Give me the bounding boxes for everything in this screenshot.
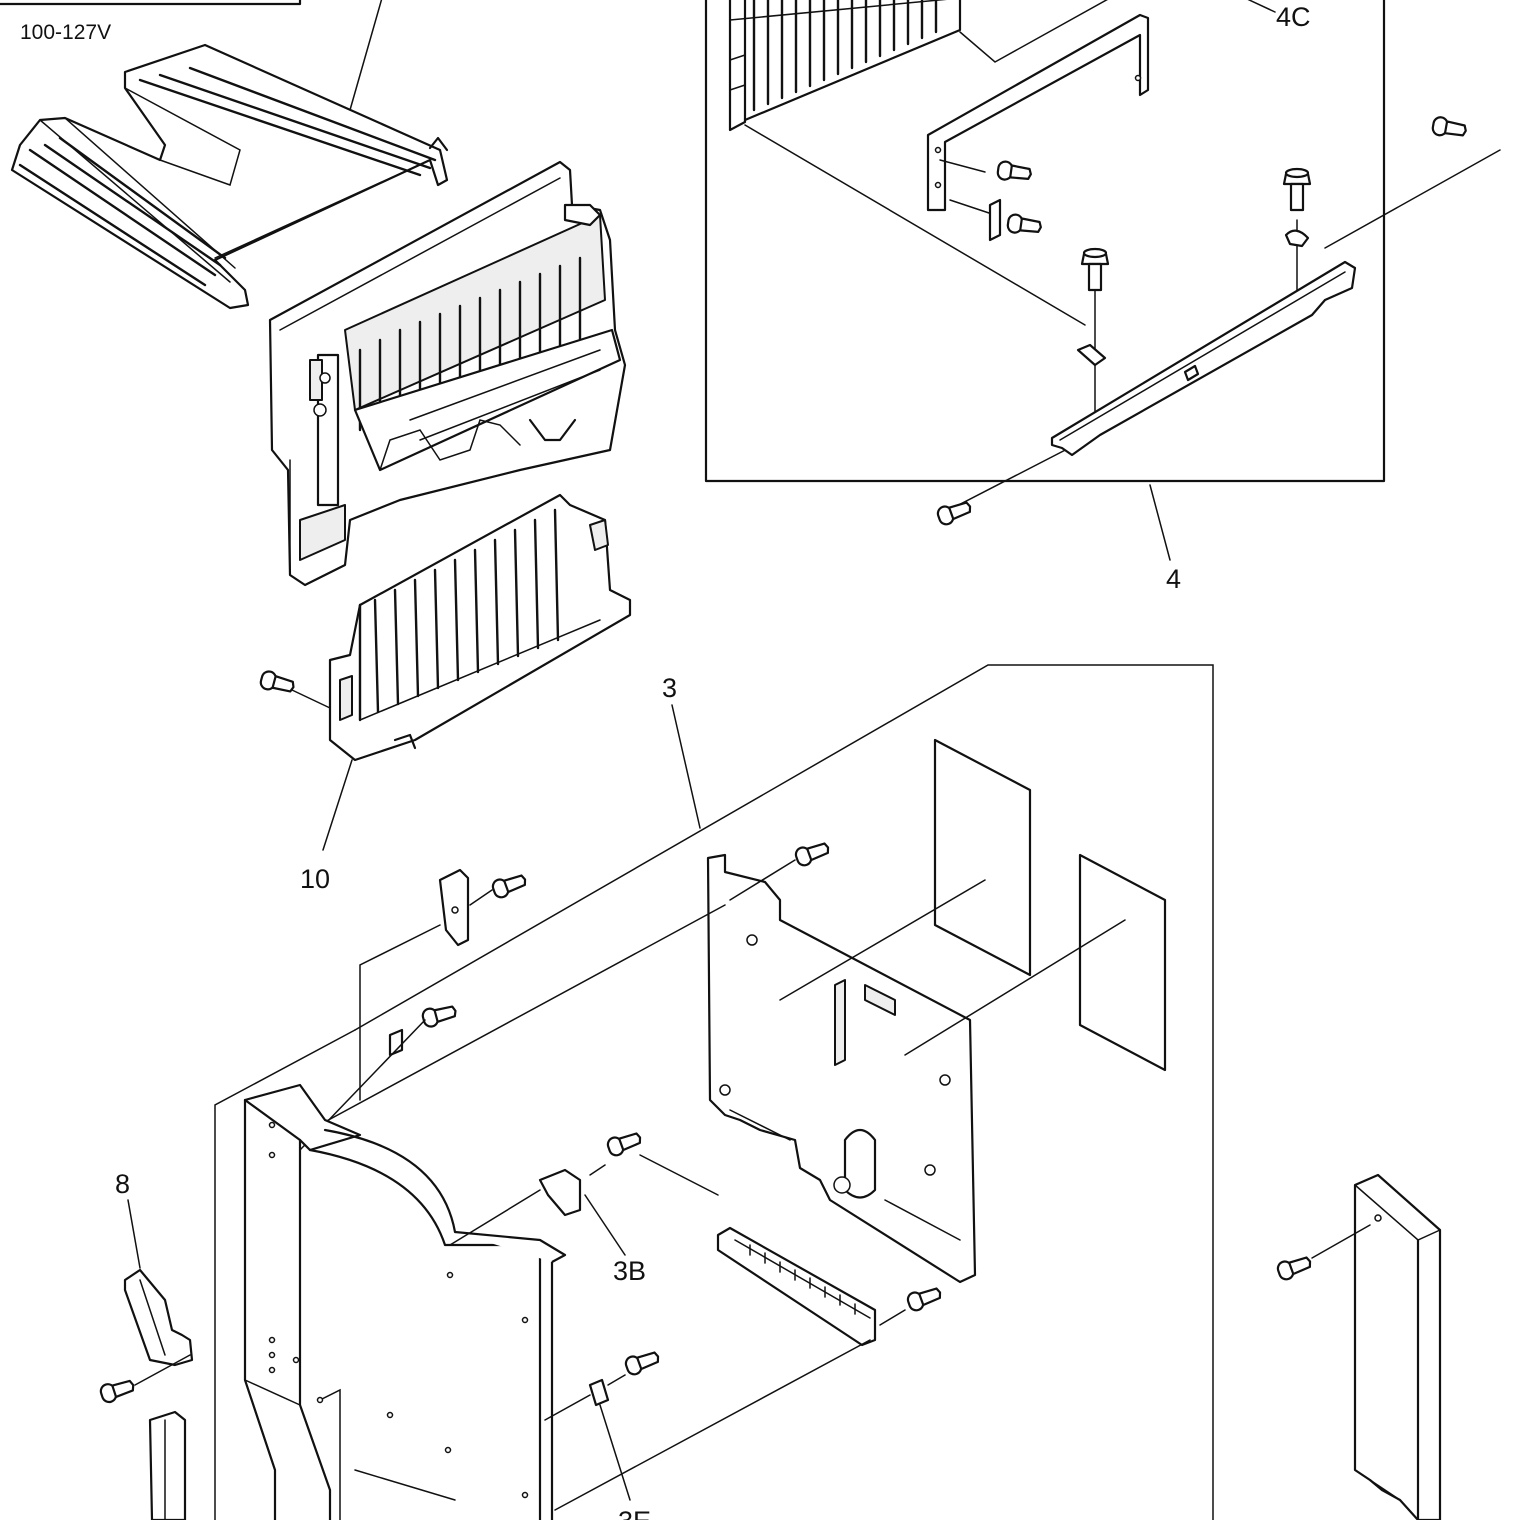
callout-4C: 4C bbox=[1276, 2, 1311, 32]
part-3E-clip bbox=[544, 1346, 663, 1501]
callout-3B: 3B bbox=[613, 1256, 646, 1286]
document-number: 100-127V bbox=[20, 21, 111, 44]
side-cover-part-3 bbox=[243, 1083, 567, 1520]
inset-rail bbox=[1050, 260, 1357, 457]
callout-3E: 3E bbox=[618, 1506, 651, 1520]
part-3-small-bracket bbox=[359, 868, 530, 1101]
leader-tray bbox=[349, 0, 383, 111]
label-plate-2 bbox=[1078, 853, 1167, 1072]
ribbed-guide-part-10 bbox=[328, 493, 632, 762]
controller-board bbox=[706, 853, 977, 1284]
inset-ribbed-guide bbox=[728, 0, 962, 132]
connector-rail bbox=[716, 1226, 877, 1347]
callout-10: 10 bbox=[300, 864, 330, 894]
part-8-lower-bracket bbox=[148, 1410, 187, 1520]
part-3-frame bbox=[214, 664, 1214, 1520]
part-8-latch bbox=[123, 1268, 194, 1367]
fuser-assembly bbox=[268, 160, 627, 587]
document-number-block: 100-127V bbox=[0, 0, 302, 44]
part-3B-clip bbox=[449, 1127, 719, 1256]
callout-3: 3 bbox=[662, 673, 677, 703]
inset-bracket bbox=[926, 13, 1150, 212]
leader-10 bbox=[322, 759, 353, 851]
callout-4: 4 bbox=[1166, 564, 1181, 594]
label-plate-1 bbox=[933, 738, 1032, 977]
callout-8: 8 bbox=[115, 1169, 130, 1199]
output-tray bbox=[10, 43, 449, 310]
right-side-cover bbox=[1353, 1173, 1442, 1520]
inset-box-part-4 bbox=[704, 0, 1501, 528]
